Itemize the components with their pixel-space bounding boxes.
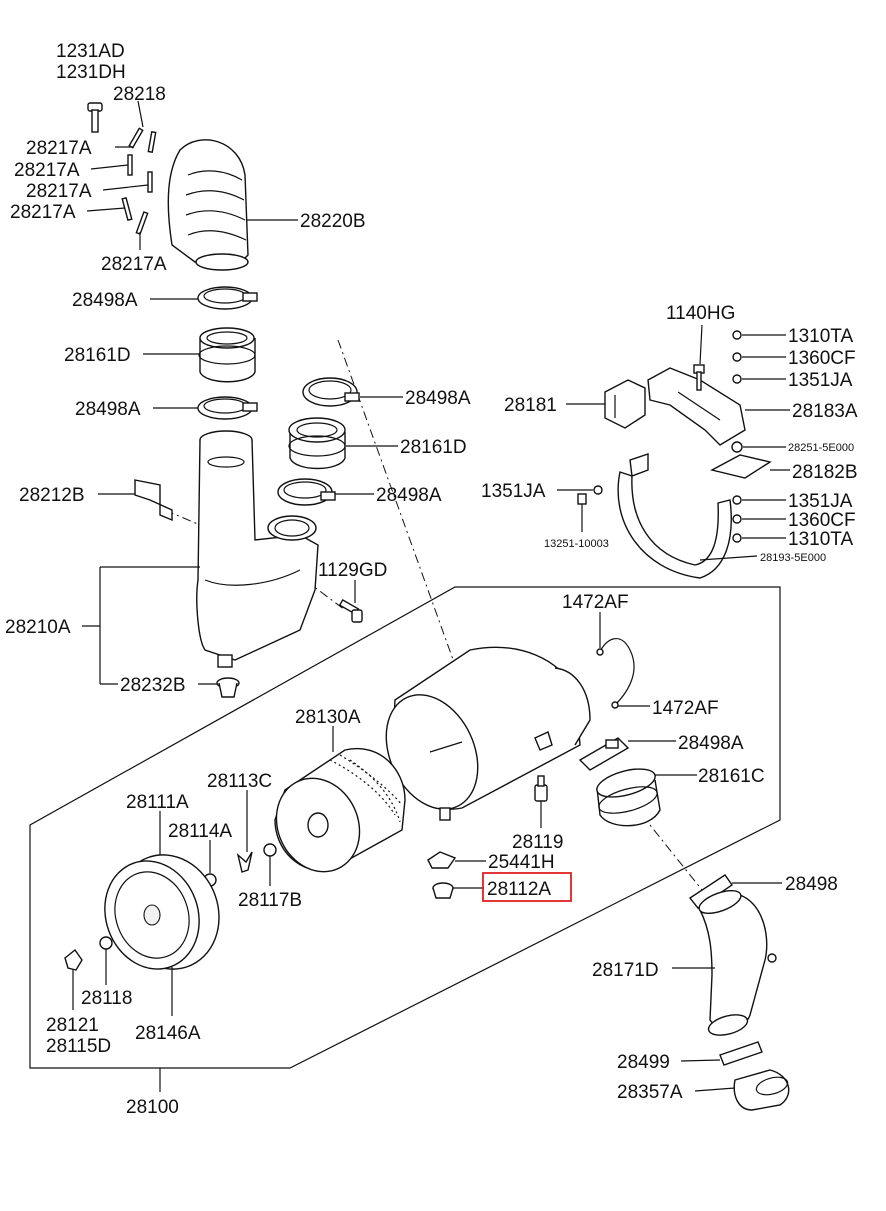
label-28119[interactable]: 28119 [512,832,563,853]
clamp-28498A-1 [197,286,258,310]
clips-28217A [121,127,157,235]
label-1360CF[interactable]: 1360CF [788,348,856,369]
label-1310TA[interactable]: 1310TA [788,529,853,550]
label-28217A[interactable]: 28217A [101,254,167,275]
label-28114A[interactable]: 28114A [168,821,232,842]
clamp-28498A-4 [277,478,336,506]
label-28193-5E000[interactable]: 28193-5E000 [760,552,826,564]
label-28220B[interactable]: 28220B [300,211,366,232]
bolt-1140HG [693,364,705,391]
label-28171D[interactable]: 28171D [592,960,659,981]
part-labels: 1231AD 1231DH 28218 28217A 28217A 28217A… [5,41,858,1118]
label-28117B[interactable]: 28117B [238,890,302,911]
label-28218[interactable]: 28218 [113,84,166,105]
label-1351JA[interactable]: 1351JA [788,491,853,512]
assembly-28100-outline [29,586,781,1069]
label-1472AF[interactable]: 1472AF [562,592,629,613]
label-1231DH[interactable]: 1231DH [56,62,126,83]
hose-28161C [596,768,661,827]
label-1360CF[interactable]: 1360CF [788,510,856,531]
label-28212B[interactable]: 28212B [19,485,85,506]
label-28181[interactable]: 28181 [504,395,557,416]
label-1310TA[interactable]: 1310TA [788,326,853,347]
label-28498A[interactable]: 28498A [376,485,442,506]
bracket-28181 [604,379,646,429]
label-28232B[interactable]: 28232B [120,675,186,696]
fasteners-upper-right [577,330,743,543]
label-28161D[interactable]: 28161D [400,437,467,458]
label-28498A[interactable]: 28498A [72,290,138,311]
wing-nut-28121 [64,948,83,971]
label-28499[interactable]: 28499 [617,1052,670,1073]
label-28217A[interactable]: 28217A [14,160,80,181]
hose-28161D-1 [198,327,256,383]
label-28498A[interactable]: 28498A [678,733,744,754]
hose-1472AF [596,638,635,709]
label-28161D[interactable]: 28161D [64,345,131,366]
label-28118[interactable]: 28118 [81,988,132,1009]
bracket-28182B [710,454,772,479]
washer-28117B [263,843,277,857]
label-28121[interactable]: 28121 [46,1015,99,1036]
label-28130A[interactable]: 28130A [295,707,361,728]
label-28113C[interactable]: 28113C [207,771,272,792]
label-25441H[interactable]: 25441H [488,852,555,873]
bolt-1129GD [338,598,363,623]
strap-28193-5E000 [617,453,732,579]
filter-element-28130A [274,747,406,873]
label-28183A[interactable]: 28183A [792,401,858,422]
label-28217A[interactable]: 28217A [10,202,76,223]
label-28217A[interactable]: 28217A [26,181,92,202]
label-28111A[interactable]: 28111A [126,792,189,813]
bracket-28183A [647,367,746,446]
label-28100[interactable]: 28100 [126,1097,179,1118]
snorkel-head-28220B [167,139,249,271]
rain-cap-28357A [733,1069,790,1111]
clamp-28498A-5 [578,737,630,771]
elbow-duct-28171D [698,889,777,1036]
label-28112A[interactable]: 28112A [487,879,551,900]
label-1129GD[interactable]: 1129GD [318,560,387,581]
intake-duct-28210A [196,430,319,668]
clamp-28498A-2 [197,396,258,420]
cover-28146A [104,854,220,970]
label-1472AF[interactable]: 1472AF [652,698,719,719]
label-1140HG[interactable]: 1140HG [666,303,735,324]
cap-28112A [432,882,454,899]
leader-lines [72,100,790,1092]
label-28161C[interactable]: 28161C [698,766,765,787]
label-13251-10003[interactable]: 13251-10003 [544,538,609,550]
clip-25441H [427,851,457,869]
hose-28161D-2 [288,417,346,470]
label-1231AD[interactable]: 1231AD [56,41,125,62]
label-28498A[interactable]: 28498A [405,388,471,409]
sensor-28119 [534,775,548,802]
label-28357A[interactable]: 28357A [617,1082,683,1103]
air-cleaner-housing [385,646,591,821]
label-28146A[interactable]: 28146A [135,1023,201,1044]
label-28210A[interactable]: 28210A [5,617,71,638]
label-28251-5E000[interactable]: 28251-5E000 [788,442,854,454]
drain-valve-28232B [216,677,240,698]
label-1351JA[interactable]: 1351JA [788,370,853,391]
bracket-28212B [134,479,173,522]
label-28217A[interactable]: 28217A [26,138,92,159]
label-1351JA[interactable]: 1351JA [481,481,546,502]
bolt-1231AD [87,102,103,133]
clamp-28498A-3 [302,377,360,407]
label-28498[interactable]: 28498 [785,874,838,895]
wing-nut-28113C [236,851,253,873]
label-28498A[interactable]: 28498A [75,399,141,420]
clamp-28498 [688,874,733,909]
washer-28118 [99,936,113,950]
highlight-box-28112A [482,872,572,902]
label-28115D[interactable]: 28115D [46,1036,111,1057]
label-28182B[interactable]: 28182B [792,462,858,483]
clamp-28499 [719,1041,763,1066]
